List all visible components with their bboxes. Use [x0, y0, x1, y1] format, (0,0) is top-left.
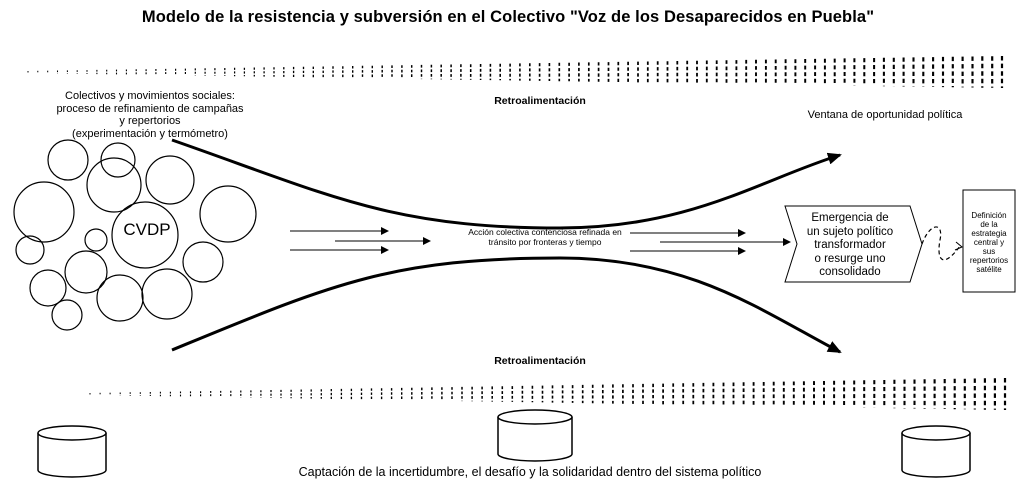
definition-line: satélite: [976, 264, 1002, 274]
circle: [100, 142, 136, 178]
circles-cluster: [13, 139, 257, 331]
page-title: Modelo de la resistencia y subversión en…: [141, 8, 875, 26]
funnel-curve-top: [171, 138, 842, 230]
circle: [141, 268, 193, 320]
left-label-line: y repertorios: [119, 115, 181, 128]
circle: [86, 157, 142, 213]
outflow-arrows: [630, 229, 791, 255]
feedback-ticks-bottom: [89, 378, 1007, 410]
bottom-caption: Captación de la incertidumbre, el desafí…: [298, 465, 762, 479]
funnel-curve-bottom: [171, 256, 842, 354]
circle: [182, 241, 224, 283]
definition-line: de la: [980, 219, 998, 229]
circle: [64, 250, 108, 294]
definition-line: sus: [982, 246, 996, 256]
emergence-line: Emergencia de: [811, 212, 889, 224]
left-label-line: Colectivos y movimientos sociales:: [65, 90, 235, 102]
feedback-label-top: Retroalimentación: [494, 95, 586, 107]
connector-arrowhead: [954, 241, 963, 251]
definition-box: [962, 189, 1016, 293]
left-label-line: proceso de refinamiento de campañas: [56, 102, 244, 115]
emergence-line: transformador: [814, 239, 886, 252]
circle: [29, 269, 67, 307]
inflow-arrows: [290, 227, 431, 254]
circle: [145, 155, 195, 205]
feedback-ticks-top: [27, 56, 1004, 88]
left-label-line: (experimentación y termómetro): [72, 127, 228, 140]
emergence-line: o resurge uno: [814, 252, 886, 265]
cvdp-node-label: CVDP: [123, 220, 171, 239]
definition-line: Definición: [971, 211, 1007, 220]
circle: [13, 181, 75, 243]
definition-line: estrategia: [971, 228, 1007, 238]
circle: [51, 299, 83, 331]
center-label-line: Acción colectiva contenciosa refinada en: [468, 227, 622, 237]
circle: [96, 274, 144, 322]
definition-label: Definición de la estrategia central y su…: [964, 211, 1014, 275]
circle: [84, 228, 108, 252]
definition-line: central y: [973, 237, 1005, 247]
circle: [15, 235, 45, 265]
cylinder-left: [37, 425, 107, 478]
emergence-shape: [784, 205, 923, 283]
cylinder-center: [497, 409, 573, 462]
emergence-line: consolidado: [819, 266, 881, 279]
emergence-label: Emergencia de un sujeto político transfo…: [795, 212, 905, 280]
opportunity-window-label: Ventana de oportunidad política: [807, 109, 963, 121]
cylinder-right: [901, 425, 971, 478]
feedback-label-bottom: Retroalimentación: [494, 355, 586, 367]
circle: [199, 185, 257, 243]
circle: [111, 201, 179, 269]
circle: [47, 139, 89, 181]
dashed-connector: [921, 226, 961, 261]
center-label-line: tránsito por fronteras y tiempo: [488, 236, 602, 247]
emergence-line: un sujeto político: [806, 225, 894, 238]
definition-line: repertorios: [969, 255, 1009, 265]
collective-action-label: Acción colectiva contenciosa refinada en…: [420, 227, 670, 248]
left-label: Colectivos y movimientos sociales: proce…: [0, 90, 300, 141]
